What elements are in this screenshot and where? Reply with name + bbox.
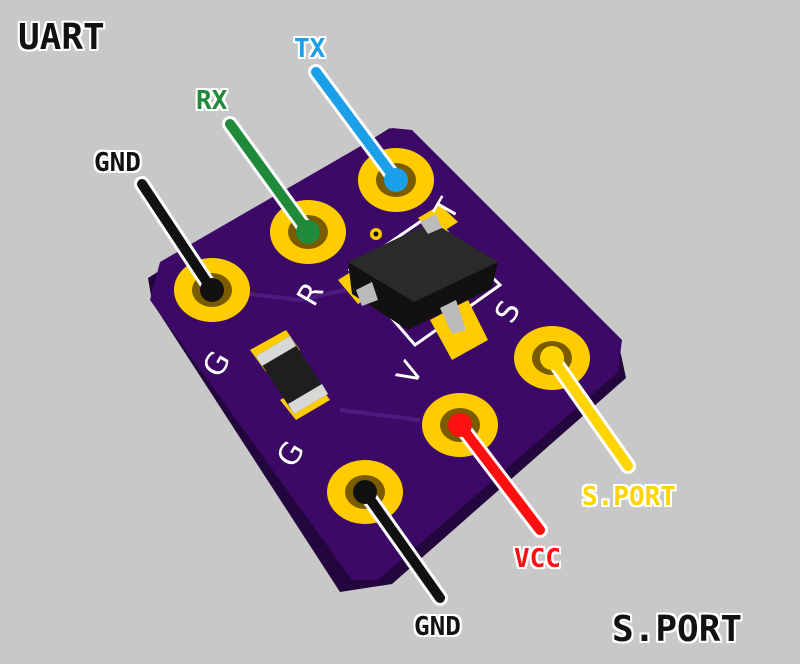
wire-sport: [540, 346, 636, 474]
transistor-chip-top: [348, 222, 498, 302]
wire-gnd-top: [134, 176, 224, 302]
rx-label: RX: [196, 86, 228, 116]
pcb-board: [150, 128, 622, 580]
resistor-chip-end: [256, 336, 296, 366]
wire-rx: [222, 116, 320, 244]
via-hole: [373, 231, 379, 237]
resistor-chip-end: [288, 384, 328, 414]
uart-section-label: UART: [18, 17, 105, 58]
wire-gnd-bottom: [353, 480, 448, 606]
pcb-trace: [339, 408, 421, 422]
transistor-lead: [420, 214, 442, 234]
gnd-bottom-label: GND: [414, 612, 461, 642]
gnd-top-label: GND: [94, 148, 141, 178]
wire-vcc: [448, 413, 548, 538]
wire-tx: [308, 64, 408, 192]
vcc-label: VCC: [514, 544, 561, 574]
tx-label: TX: [294, 34, 326, 64]
sport-pin-label: S.PORT: [582, 482, 676, 512]
transistor-lead: [440, 300, 466, 334]
pcb-trace: [231, 288, 346, 303]
transistor-lead: [356, 282, 378, 306]
sport-section-label: S.PORT: [612, 609, 743, 650]
